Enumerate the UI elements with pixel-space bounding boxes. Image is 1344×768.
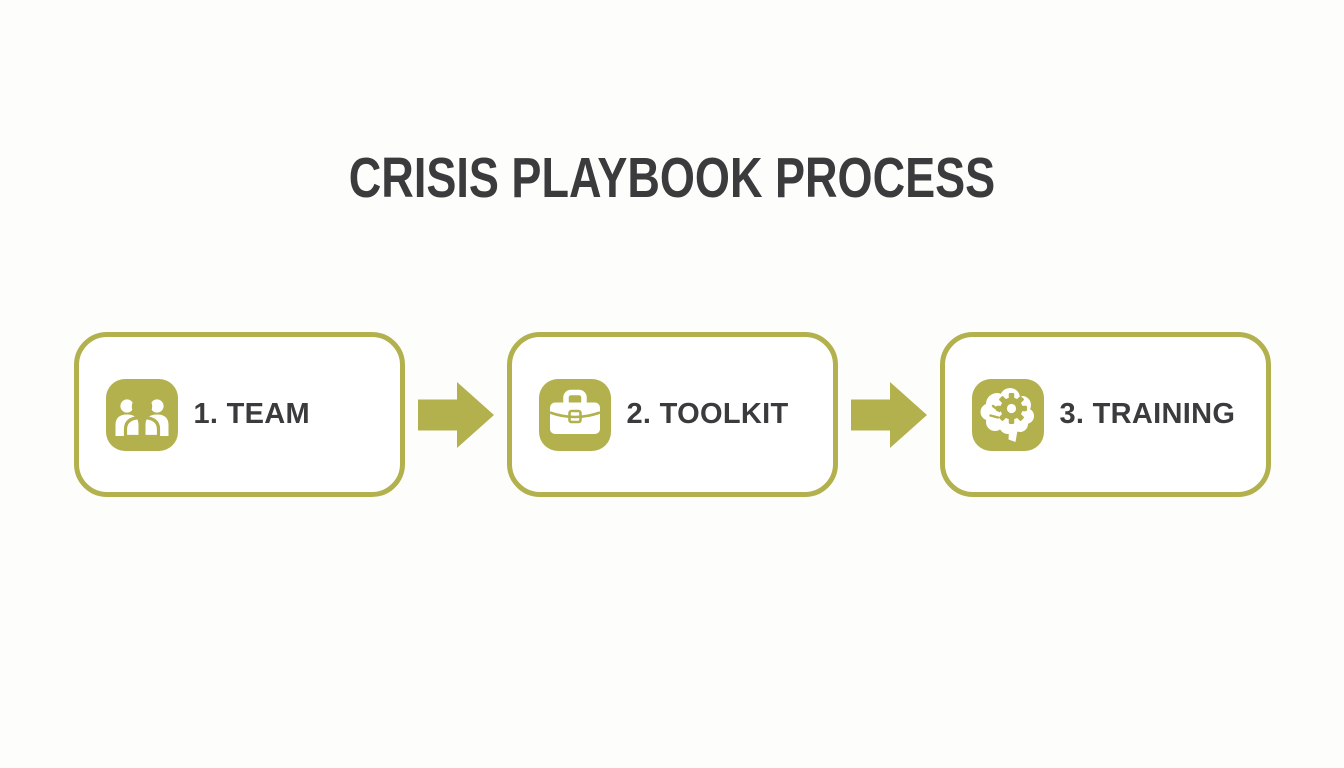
- toolkit-icon: [538, 378, 611, 451]
- arrow-right-icon: [838, 381, 940, 448]
- process-flow: 1. TEAM 2. TOOLKIT: [0, 332, 1344, 497]
- step-box-team: 1. TEAM: [73, 332, 405, 497]
- team-icon: [105, 378, 178, 451]
- step-box-training: 3. TRAINING: [939, 332, 1271, 497]
- arrow-right-icon: [405, 381, 507, 448]
- training-icon: [971, 378, 1044, 451]
- step-label-toolkit: 2. TOOLKIT: [626, 398, 789, 430]
- step-box-toolkit: 2. TOOLKIT: [506, 332, 838, 497]
- page-title: CRISIS PLAYBOOK PROCESS: [348, 146, 996, 210]
- step-label-training: 3. TRAINING: [1059, 398, 1236, 430]
- step-label-team: 1. TEAM: [193, 398, 310, 430]
